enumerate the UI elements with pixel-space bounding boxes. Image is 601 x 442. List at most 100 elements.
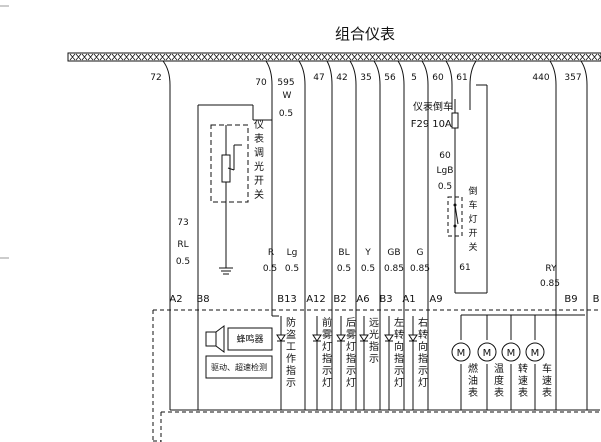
gauge-symbol: M bbox=[483, 348, 492, 359]
buzzer-label: 蜂鸣器 bbox=[236, 333, 263, 345]
margin-marks bbox=[0, 5, 9, 259]
pin-label: B3 bbox=[379, 294, 392, 305]
gauge-label: 转速表 bbox=[518, 362, 528, 399]
wire-size: 0.5 bbox=[263, 264, 277, 274]
wire-size: 0.85 bbox=[540, 279, 560, 289]
indicator-label-char: 作 bbox=[286, 353, 296, 365]
indicator-label-char: 指 bbox=[394, 352, 404, 365]
indicator-label-char: 向 bbox=[418, 340, 428, 353]
pin-label: A2 bbox=[169, 294, 182, 305]
dimmer-label-text-char: 开 bbox=[254, 176, 264, 187]
fuse-label: 仪表倒车 bbox=[413, 100, 453, 113]
w60-size: 0.5 bbox=[438, 182, 452, 192]
wire-color: GB bbox=[387, 248, 400, 258]
indicator-label-char: 示 bbox=[418, 366, 428, 377]
driver-box bbox=[205, 355, 273, 379]
buzzer bbox=[205, 325, 273, 353]
w73-size: 0.5 bbox=[176, 257, 190, 267]
reverse-label-text-char: 灯 bbox=[468, 214, 477, 225]
indicator-label-char: 示 bbox=[346, 366, 356, 377]
pin-label: B2 bbox=[333, 294, 346, 305]
wire-number: 5 bbox=[411, 73, 417, 83]
wire-color: G bbox=[417, 248, 424, 258]
wire-number: 357 bbox=[564, 73, 581, 83]
dimmer-label-text-char: 关 bbox=[254, 188, 264, 201]
indicator-label-char: 指 bbox=[322, 352, 332, 365]
w73-number: 73 bbox=[177, 218, 188, 228]
indicator-label-char: 雾 bbox=[322, 329, 332, 341]
dimmer-label-text-char: 光 bbox=[254, 160, 264, 173]
w595-size: 0.5 bbox=[279, 109, 293, 119]
wire-size: 0.5 bbox=[285, 264, 299, 274]
indicator-label-char: 光 bbox=[369, 328, 379, 341]
gauge-symbol: M bbox=[531, 348, 540, 359]
indicator-label-char: 前 bbox=[322, 316, 332, 329]
reverse-label-text-char: 关 bbox=[468, 241, 477, 253]
pin-label: B9 bbox=[564, 294, 577, 305]
driver-label: 驱动、超速检测 bbox=[211, 362, 267, 372]
wire-size: 0.85 bbox=[384, 264, 404, 274]
w60-number: 60 bbox=[439, 151, 451, 161]
indicator-label-char: 指 bbox=[286, 364, 296, 377]
wire-color: Lg bbox=[287, 248, 298, 258]
gauge-label: 温度表 bbox=[494, 363, 504, 399]
indicator-label-char: 指 bbox=[369, 340, 379, 353]
dimmer-switch bbox=[210, 124, 249, 203]
indicator-label-char: 向 bbox=[394, 340, 404, 353]
indicator-label-char: 灯 bbox=[322, 341, 332, 353]
gauge-label: 燃油表 bbox=[468, 362, 478, 399]
wire-attributes: R 0.5 Lg 0.5 BL 0.5 Y 0.5 GB 0.85 G 0.85… bbox=[263, 248, 560, 289]
wire-number: 60 bbox=[432, 73, 444, 83]
indicator-label-char: 转 bbox=[418, 328, 428, 341]
fuse-code: F29 bbox=[411, 119, 429, 130]
wire-color: R bbox=[268, 248, 274, 258]
indicator-label-char: 后 bbox=[346, 317, 356, 329]
gauge-label-char: 转 bbox=[518, 362, 528, 375]
reverse-light-switch bbox=[447, 196, 463, 237]
gauge-label-char: 表 bbox=[468, 386, 478, 399]
pin-label: A6 bbox=[356, 294, 369, 305]
internal-wires bbox=[169, 292, 600, 411]
wire-color: BL bbox=[338, 248, 349, 258]
w60-color: LgB bbox=[437, 166, 454, 176]
wire-number: 61 bbox=[456, 73, 467, 83]
pin-label: A9 bbox=[429, 294, 442, 305]
gauge-label-char: 速 bbox=[518, 375, 528, 387]
node-61: 61 bbox=[459, 263, 470, 273]
wire-size: 0.5 bbox=[361, 264, 375, 274]
indicator-label-char: 灯 bbox=[322, 377, 332, 389]
harness-bar bbox=[67, 52, 601, 62]
w73-color: RL bbox=[177, 240, 188, 250]
wire-number: 56 bbox=[384, 73, 396, 83]
indicator-label-char: 灯 bbox=[346, 377, 356, 389]
gauge-label-char: 表 bbox=[518, 386, 528, 399]
wire-number: 72 bbox=[150, 73, 161, 83]
gauge-label-char: 车 bbox=[542, 362, 552, 375]
wire-color: Y bbox=[364, 248, 371, 258]
indicator-label-char: 示 bbox=[369, 354, 379, 365]
dimmer-label-text-char: 表 bbox=[254, 132, 264, 145]
gauge-label-char: 表 bbox=[542, 386, 552, 399]
wire-number: 35 bbox=[360, 73, 371, 83]
fuse-rating: 10A bbox=[432, 119, 452, 130]
wire-color: RY bbox=[545, 264, 557, 274]
gauge-label-char: 燃 bbox=[468, 362, 478, 375]
indicator-label-char: 转 bbox=[394, 328, 404, 341]
pin-label: B bbox=[593, 294, 600, 305]
wire-number: 595 bbox=[277, 78, 294, 88]
wire-number: 440 bbox=[532, 73, 549, 83]
ground-symbol bbox=[219, 267, 233, 275]
